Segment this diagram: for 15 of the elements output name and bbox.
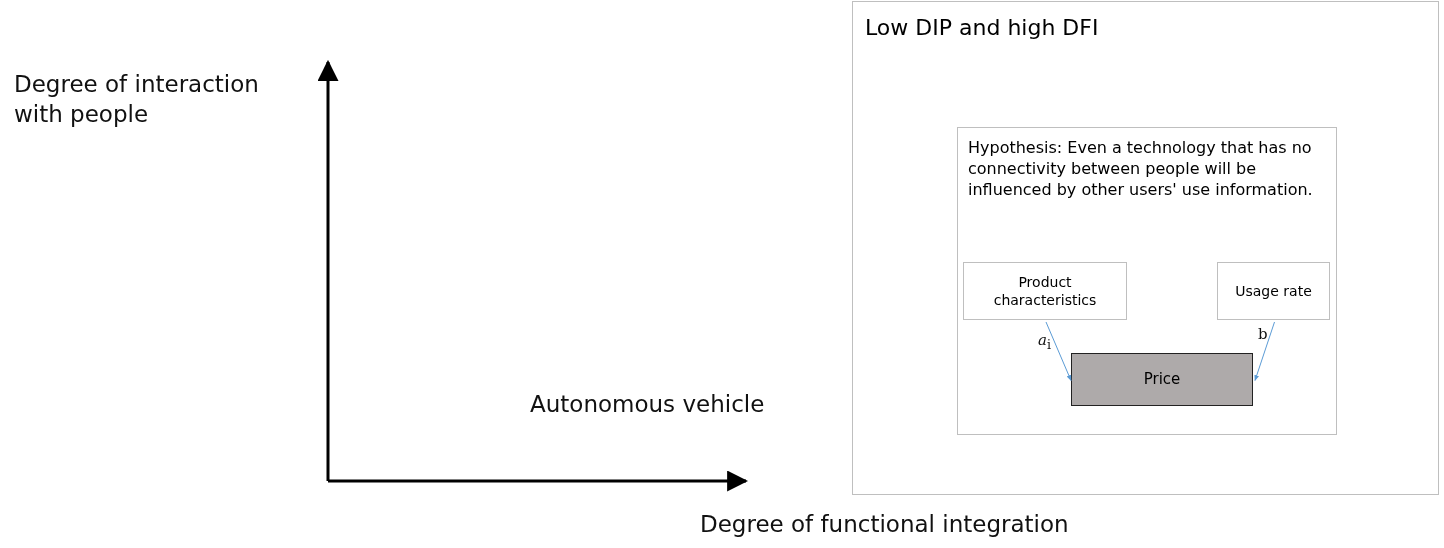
arrow	[1045, 321, 1072, 382]
node-label: Product characteristics	[992, 272, 1098, 310]
process-box	[1217, 262, 1330, 320]
axis-title: Degree of functional integration	[700, 510, 1070, 539]
process-box	[1071, 353, 1253, 406]
point-label: Autonomous vehicle	[530, 390, 766, 419]
group-box	[852, 1, 1439, 495]
axis-title: Degree of interaction with people	[14, 70, 260, 129]
node-label: Usage rate	[1235, 281, 1312, 301]
hypothesis-box	[957, 127, 1337, 435]
process-box	[963, 262, 1127, 320]
arrow	[1254, 321, 1275, 382]
hypothesis-text: Hypothesis: Even a technology that has no connectivity between people will be influenced by other users' use information.	[968, 138, 1314, 201]
group-title: Low DIP and high DFI	[865, 14, 1100, 42]
node-label: Price	[1143, 369, 1181, 390]
